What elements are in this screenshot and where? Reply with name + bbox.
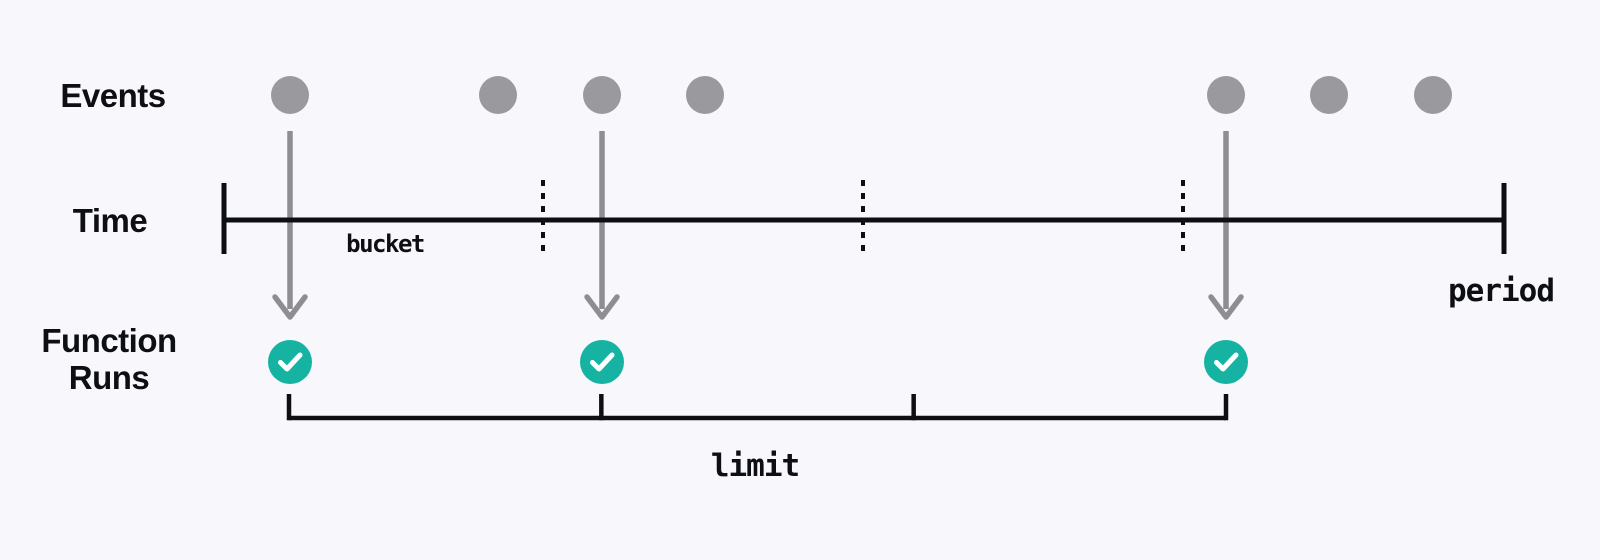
function-run-circle (580, 340, 624, 384)
checkmark-icon (590, 352, 615, 372)
checkmark-icon (1214, 352, 1239, 372)
function-runs-label-line2: Runs (68, 359, 150, 396)
time-row-label: Time (72, 202, 148, 239)
checkmark-icon (278, 352, 303, 372)
function-runs-label-line1: Function (41, 322, 177, 359)
limit-label: limit (710, 448, 800, 484)
event-dot (1310, 76, 1348, 114)
events-row-label: Events (60, 77, 166, 114)
event-dot (583, 76, 621, 114)
event-dot (686, 76, 724, 114)
function-runs-row-label: Function Runs (41, 322, 177, 396)
event-dot (479, 76, 517, 114)
event-arrow-head-icon (1208, 294, 1244, 320)
event-dot (1414, 76, 1452, 114)
event-dot (271, 76, 309, 114)
event-dot (1207, 76, 1245, 114)
period-label: period (1448, 273, 1555, 309)
function-run-circle (268, 340, 312, 384)
bucket-label: bucket (346, 230, 425, 258)
event-arrow-head-icon (584, 294, 620, 320)
function-run-circle (1204, 340, 1248, 384)
event-arrow-head-icon (272, 294, 308, 320)
